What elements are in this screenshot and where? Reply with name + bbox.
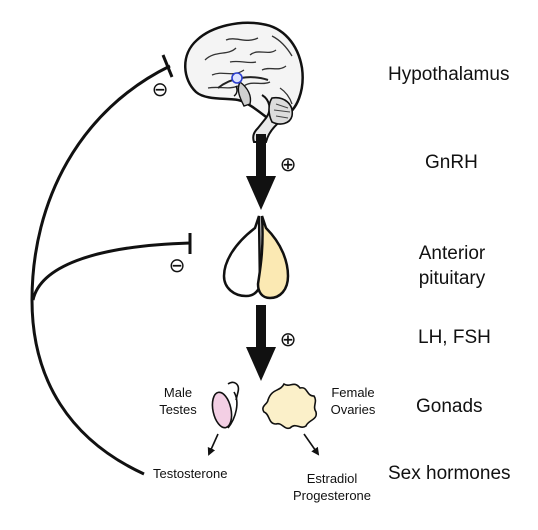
hypothalamus-inhibition-bar: [161, 54, 174, 78]
estradiol-label: Estradiol: [306, 471, 358, 486]
lh-fsh-arrow: [246, 305, 276, 381]
level-lh-fsh: LH, FSH: [418, 327, 491, 348]
brain-icon: [184, 21, 304, 143]
level-sex-hormones: Sex hormones: [388, 463, 511, 484]
inhibit-sign-hypothalamus: ⊖: [151, 79, 169, 101]
hypothalamus-marker: [231, 72, 243, 84]
inhibit-sign-pituitary: ⊖: [168, 255, 186, 277]
female-hormones-label: Estradiol Progesterone: [284, 470, 380, 504]
male-label: Male: [163, 385, 193, 400]
stimulate-sign-gnrh: ⊕: [279, 154, 297, 176]
testosterone-label: Testosterone: [153, 466, 228, 481]
stimulate-sign-lh-fsh: ⊕: [279, 329, 297, 351]
testosterone-arrow: [207, 433, 219, 456]
gnrh-arrow: [246, 134, 276, 210]
ovary-icon: [262, 382, 318, 430]
testes-label: Testes: [159, 402, 197, 417]
progesterone-label: Progesterone: [292, 488, 372, 503]
level-gonads: Gonads: [416, 396, 483, 417]
level-anterior-pituitary-line1: Anterior: [418, 243, 486, 264]
level-anterior-pituitary-line2: pituitary: [418, 268, 486, 289]
level-hypothalamus: Hypothalamus: [388, 64, 510, 85]
female-ovaries-label: Female Ovaries: [322, 384, 384, 418]
pituitary-icon: [222, 215, 290, 300]
ovaries-label: Ovaries: [330, 402, 376, 417]
estradiol-arrow: [303, 433, 320, 456]
negative-feedback-lines: [30, 54, 192, 476]
level-gnrh: GnRH: [425, 152, 478, 173]
female-label: Female: [331, 385, 375, 400]
level-anterior-pituitary: Anterior pituitary: [405, 241, 499, 291]
testis-icon: [211, 381, 240, 429]
male-testes-label: Male Testes: [150, 384, 206, 418]
